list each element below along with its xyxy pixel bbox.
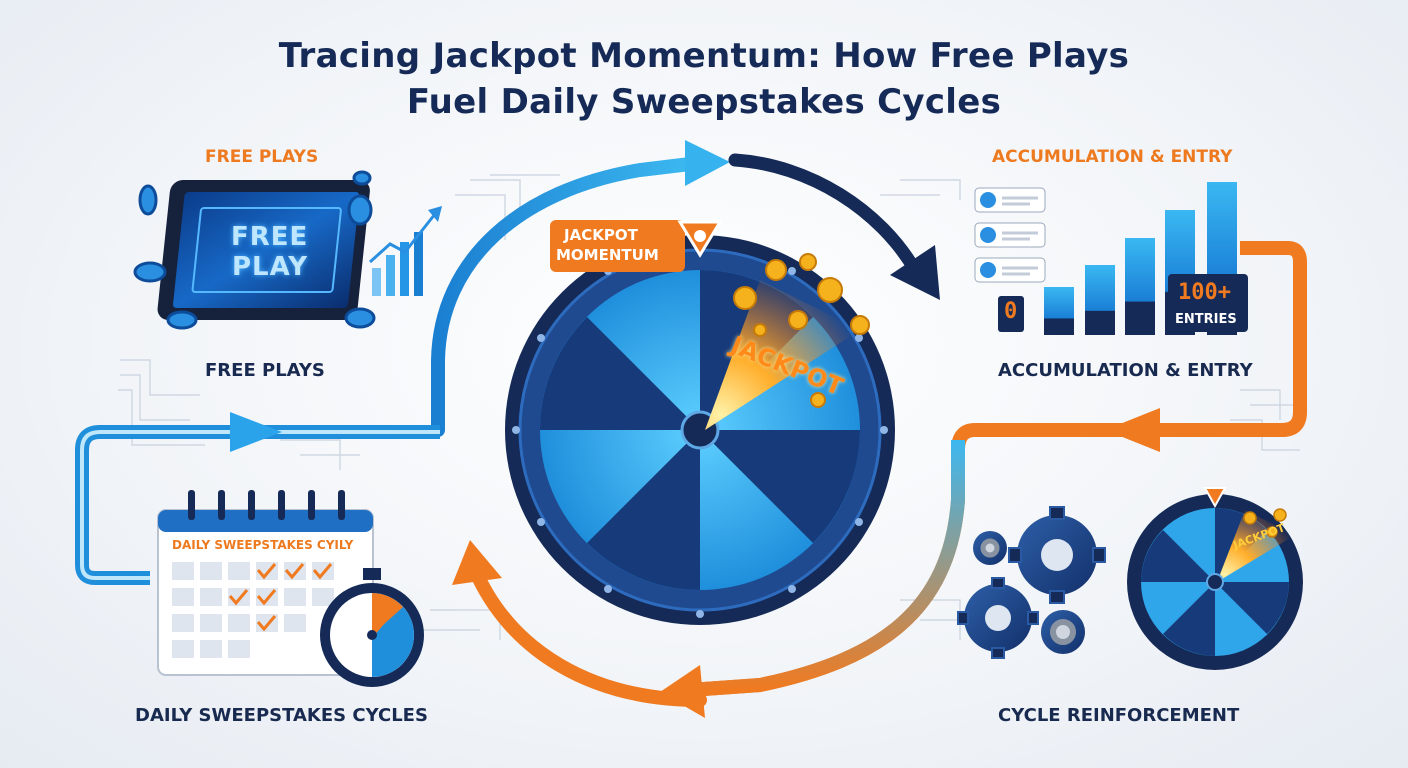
prize-wheel-icon xyxy=(505,235,895,625)
coin-icon xyxy=(733,253,870,408)
entries-counter-unit: ENTRIES xyxy=(1175,312,1237,327)
tablet-icon xyxy=(157,180,370,320)
arrowhead-blue-left xyxy=(230,412,282,452)
daily-cycles-caption: DAILY SWEEPSTAKES CYCLES xyxy=(135,705,428,726)
coin-icon-free-plays xyxy=(133,170,376,330)
entries-bar-chart xyxy=(998,182,1248,335)
arrowhead-orange-right xyxy=(1105,408,1160,452)
accumulation-header: ACCUMULATION & ENTRY xyxy=(992,147,1233,167)
arrowhead-navy xyxy=(890,245,940,300)
badge-line1: JACKPOT xyxy=(564,226,638,244)
bar-chart-icon xyxy=(368,206,442,296)
free-plays-header: FREE PLAYS xyxy=(205,147,319,167)
calendar-title: DAILY SWEEPSTAKES CYILY xyxy=(172,538,354,552)
tablet-screen-line1: FREE xyxy=(231,222,309,252)
momentum-flow-arrow xyxy=(728,153,922,277)
entries-counter-end: 100+ xyxy=(1178,280,1231,305)
badge-line2: MOMENTUM xyxy=(556,246,659,264)
arrowhead-blue-top xyxy=(685,140,730,186)
entries-counter-start: 0 xyxy=(1004,299,1018,324)
page-subtitle: Fuel Daily Sweepstakes Cycles xyxy=(406,82,1002,122)
reinforcement-flow-arrow xyxy=(468,563,707,707)
tablet-screen-line2: PLAY xyxy=(232,252,309,282)
arrowhead-orange-up xyxy=(452,540,502,585)
free-plays-caption: FREE PLAYS xyxy=(205,360,325,381)
reinforcement-caption: CYCLE REINFORCEMENT xyxy=(998,705,1240,726)
mini-prize-wheel-icon xyxy=(1127,487,1303,670)
gears-icon xyxy=(957,506,1106,659)
checklist-icon xyxy=(974,187,1046,283)
stopwatch-icon xyxy=(320,568,424,687)
calendar-icon xyxy=(157,490,374,676)
jackpot-momentum-badge xyxy=(550,220,723,272)
page-title: Tracing Jackpot Momentum: How Free Plays xyxy=(278,36,1130,76)
accumulation-caption: ACCUMULATION & ENTRY xyxy=(998,360,1253,381)
free-play-flow-arrow xyxy=(431,157,697,437)
